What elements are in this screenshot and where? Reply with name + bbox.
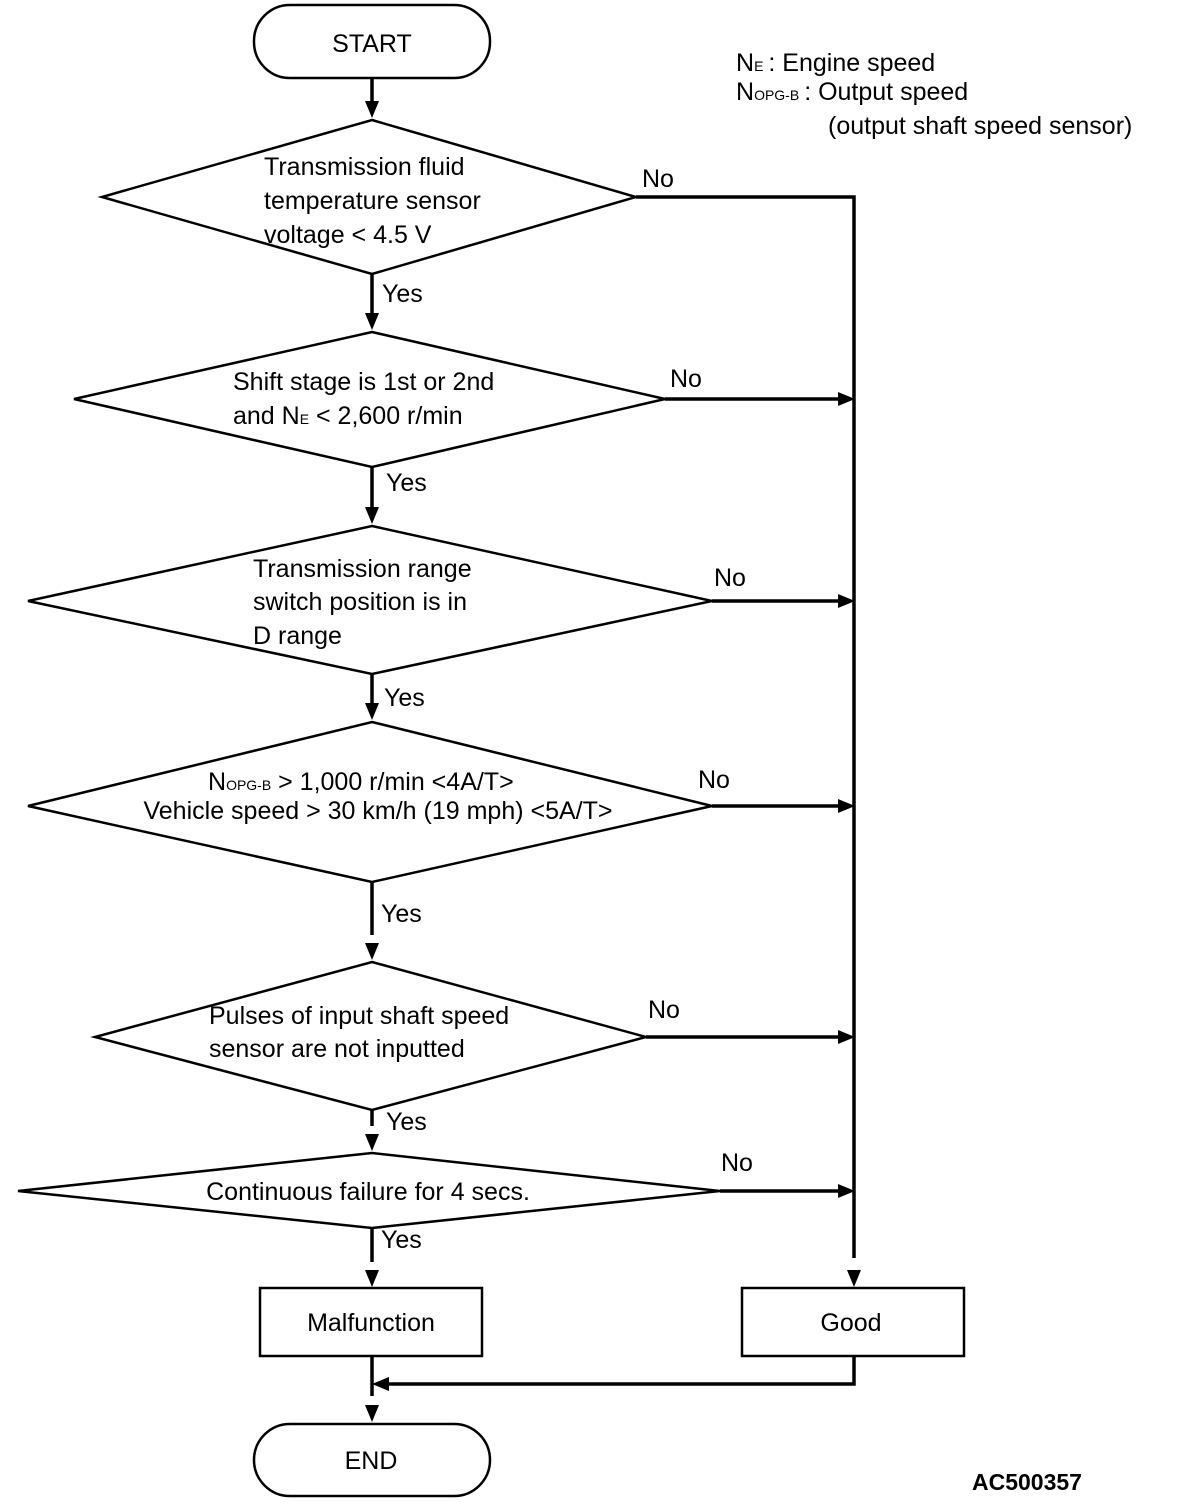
yes-label-2: Yes <box>386 469 427 497</box>
start-terminal: START <box>252 3 492 80</box>
malfunction-box: Malfunction <box>258 1286 484 1358</box>
d2-line2: and NE < 2,600 r/min <box>233 402 463 430</box>
yes-label-6: Yes <box>381 1226 422 1254</box>
decision-fluid-temp: Transmission fluid temperature sensor vo… <box>97 118 641 276</box>
decision-output-speed: NOPG-B > 1,000 r/min <4A/T> Vehicle spee… <box>27 720 713 884</box>
svg-text:Pulses of input shaft speed: Pulses of input shaft speed <box>209 1002 509 1030</box>
figure-id: AC500357 <box>972 1469 1082 1495</box>
connectors <box>370 78 856 1396</box>
svg-text:Malfunction: Malfunction <box>307 1309 435 1337</box>
svg-text:Transmission range: Transmission range <box>253 555 472 583</box>
svg-text:Vehicle speed > 30 km/h (19 mp: Vehicle speed > 30 km/h (19 mph) <5A/T> <box>143 797 612 825</box>
no-label-2: No <box>670 365 702 393</box>
svg-text:voltage < 4.5 V: voltage < 4.5 V <box>264 221 432 249</box>
no-label-1: No <box>642 165 674 193</box>
decision-input-pulses: Pulses of input shaft speed sensor are n… <box>90 960 651 1112</box>
legend-nopg-desc: (output shaft speed sensor) <box>828 112 1132 140</box>
legend-ne: NE: Engine speed <box>736 49 935 77</box>
end-label: END <box>345 1447 398 1475</box>
yes-label-1: Yes <box>382 280 423 308</box>
decision-range-switch: Transmission range switch position is in… <box>27 524 713 676</box>
yes-label-4: Yes <box>381 900 422 928</box>
decision-shift-stage: Shift stage is 1st or 2nd and NE < 2,600… <box>73 330 666 469</box>
svg-text:switch position is in: switch position is in <box>253 588 467 616</box>
svg-text:temperature sensor: temperature sensor <box>264 187 481 215</box>
decision-continuous-failure: Continuous failure for 4 secs. <box>17 1151 721 1230</box>
svg-text:Good: Good <box>820 1309 881 1337</box>
start-label: START <box>332 30 412 58</box>
yes-label-5: Yes <box>386 1108 427 1136</box>
no-label-3: No <box>714 564 746 592</box>
no-label-5: No <box>648 996 680 1024</box>
arrowheads <box>365 101 861 1422</box>
yes-label-3: Yes <box>384 684 425 712</box>
legend-nopg: NOPG-B: Output speed <box>736 78 968 106</box>
good-box: Good <box>740 1286 966 1358</box>
legend: NE: Engine speed NOPG-B: Output speed (o… <box>736 49 1132 140</box>
no-label-4: No <box>698 766 730 794</box>
svg-text:sensor are not inputted: sensor are not inputted <box>209 1035 465 1063</box>
svg-text:Continuous failure for 4 secs.: Continuous failure for 4 secs. <box>206 1178 530 1206</box>
d4-line1: NOPG-B > 1,000 r/min <4A/T> <box>208 768 514 796</box>
end-terminal: END <box>252 1422 492 1498</box>
svg-text:D range: D range <box>253 622 342 650</box>
svg-text:Transmission fluid: Transmission fluid <box>264 153 465 181</box>
svg-text:Shift stage is 1st or 2nd: Shift stage is 1st or 2nd <box>233 368 494 396</box>
no-label-6: No <box>721 1149 753 1177</box>
